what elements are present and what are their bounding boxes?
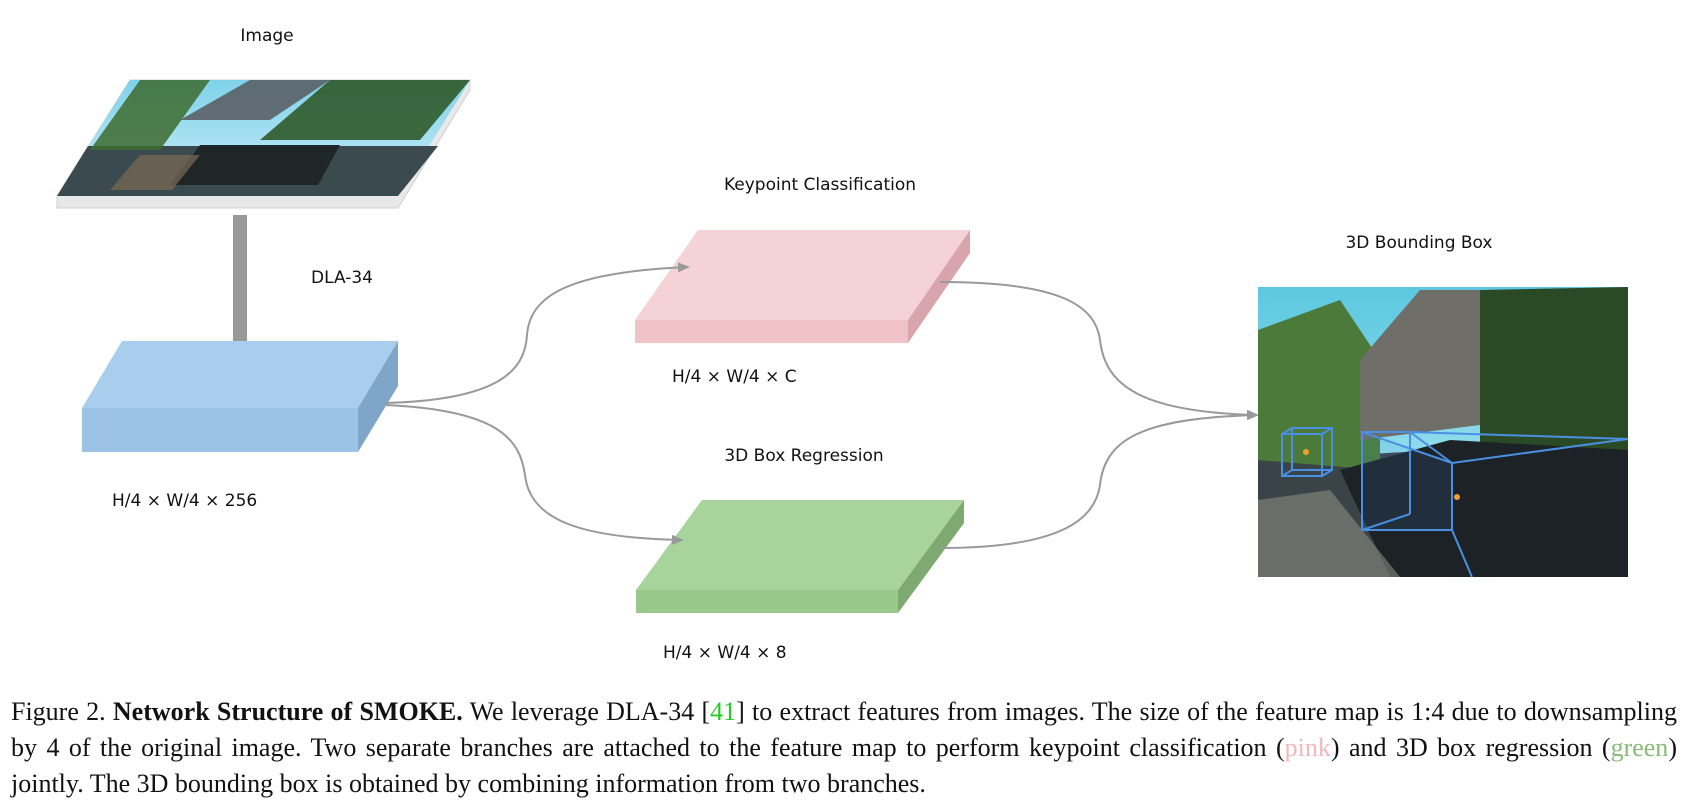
regression-feature-block [636,500,964,613]
label-keypoint-title: Keypoint Classification [724,175,916,195]
arrow-keypoint-to-output [939,281,1259,420]
caption-text-2: ] to extract features from images. The s… [11,697,1677,762]
caption-text-3: ) and 3D box regression ( [1330,733,1611,762]
bounding-box-large [1361,430,1629,578]
output-image [1258,287,1629,578]
label-output-title: 3D Bounding Box [1345,233,1492,253]
arrow-regression-to-output [939,410,1259,549]
label-keypoint-dims: H/4 × W/4 × C [672,367,797,387]
citation-link[interactable]: 41 [710,697,737,726]
figure-label: Figure 2. [11,697,106,726]
bounding-box-small [1281,427,1333,477]
keypoint-feature-block [635,230,970,343]
input-image [56,79,471,209]
backbone-feature-block [82,341,398,452]
keypoint-dot-large [1454,494,1460,500]
arrow-to-regression [384,404,684,545]
caption-text-4: ) jointly. The 3D bounding box is obtain… [11,733,1677,798]
caption-text-1: We leverage DLA-34 [ [469,697,711,726]
label-backbone: DLA-34 [311,268,373,288]
keypoint-dot-small [1303,449,1309,455]
pink-word: pink [1284,733,1331,762]
label-image: Image [240,26,293,46]
label-regression-title: 3D Box Regression [724,446,883,466]
caption-title: Network Structure of SMOKE. [112,697,463,726]
label-backbone-dims: H/4 × W/4 × 256 [112,491,257,511]
figure-caption: Figure 2. Network Structure of SMOKE. We… [11,694,1677,802]
green-word: green [1610,733,1669,762]
network-diagram: Image DLA-34 H/4 × W/4 × 256 Keypoint Cl… [56,26,1629,663]
arrow-to-keypoint [384,262,690,404]
label-regression-dims: H/4 × W/4 × 8 [663,643,787,663]
